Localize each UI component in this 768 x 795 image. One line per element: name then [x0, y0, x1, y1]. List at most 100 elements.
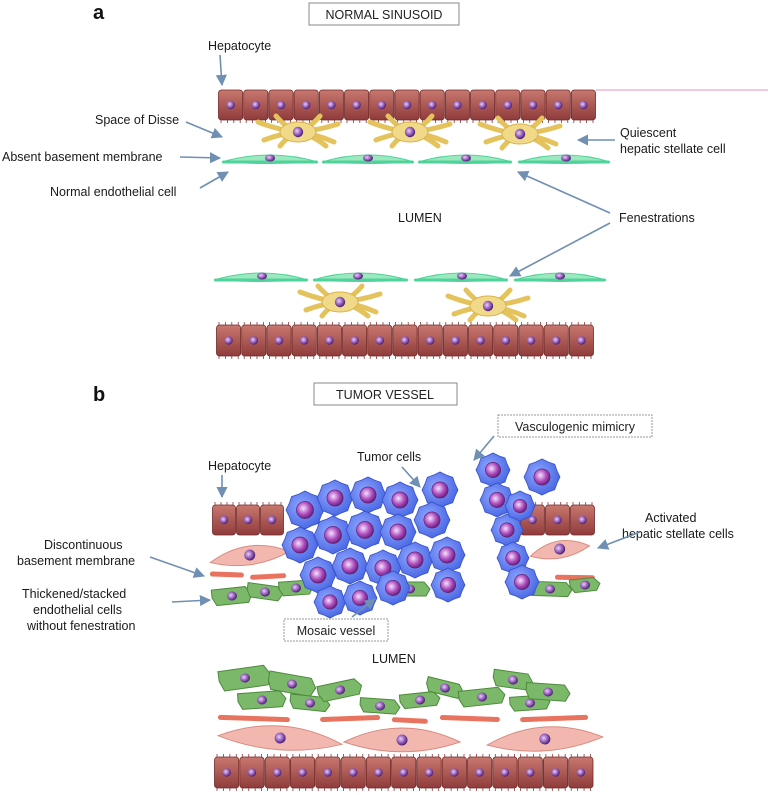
stellate-nucleus — [334, 296, 346, 308]
hepatocyte-nucleus — [348, 768, 358, 777]
thickened-endothelial-cell — [217, 664, 272, 692]
tumor-cell — [331, 547, 369, 585]
tumor-nucleus — [356, 521, 374, 539]
tumor-cell — [381, 481, 419, 519]
label-activated-line2: hepatic stellate cells — [622, 527, 734, 541]
hepatocyte-nucleus — [243, 515, 253, 525]
endothelial-nucleus — [545, 584, 555, 594]
thickened-endothelial-cell — [236, 690, 287, 710]
label-quiescent-line2: hepatic stellate cell — [620, 142, 726, 156]
label-thickened-line3: without fenestration — [26, 619, 135, 633]
hepatocyte-nucleus — [222, 768, 231, 777]
tumor-nucleus — [324, 526, 342, 544]
tumor-nucleus — [326, 489, 344, 507]
arrow-discontinuous-bm — [149, 556, 206, 578]
hepatocyte-nucleus — [325, 336, 334, 345]
hepatocyte-row-b-bottom — [214, 754, 594, 791]
thickened-endothelial-cell — [316, 678, 363, 703]
endothelial-nucleus — [525, 698, 535, 708]
tumor-cell — [396, 541, 434, 579]
hepatocyte-cell — [570, 89, 596, 123]
tumor-nucleus — [322, 594, 338, 610]
tumor-cell — [349, 476, 387, 514]
thickened-endothelial-cell — [525, 681, 571, 702]
panel-a-title-box: NORMAL SINUSOID — [308, 2, 460, 26]
tumor-nucleus — [309, 566, 327, 584]
hepatocyte-nucleus — [400, 336, 410, 345]
tumor-nucleus — [438, 546, 456, 564]
hepatocyte-cell — [365, 754, 391, 791]
tumor-cell — [379, 513, 417, 551]
endothelial-nucleus — [305, 698, 315, 708]
tumor-nucleus — [485, 462, 501, 478]
hepatocyte-nucleus — [475, 768, 484, 777]
endothelial-cells-top — [221, 154, 611, 164]
hepatocyte-nucleus — [267, 515, 277, 525]
hepatocyte-nucleus — [453, 100, 462, 110]
tumor-cell — [345, 510, 385, 550]
quiescent-stellate-cell — [255, 113, 341, 149]
endothelial-nucleus — [265, 154, 275, 162]
thickened-endothelial-cell — [246, 581, 284, 602]
basement-membrane-fragment — [391, 717, 428, 724]
hepatocyte-cell — [444, 89, 470, 123]
hepatocyte-cell — [239, 754, 265, 791]
hepatocyte-cell — [369, 89, 395, 123]
endothelial-nucleus — [561, 154, 571, 162]
hepatocyte-cell — [344, 89, 370, 123]
hepatocyte-nucleus — [350, 336, 359, 345]
tumor-cell — [313, 585, 347, 619]
tumor-cell — [421, 471, 459, 509]
arrow-vasculogenic-mimicry — [473, 435, 495, 461]
quiescent-stellate-cell — [477, 115, 563, 151]
hepatocyte-cell — [492, 754, 518, 791]
arrow-fenestrations-top — [516, 170, 611, 214]
stellate-nucleus — [554, 543, 566, 555]
hepatocyte-nucleus — [553, 515, 562, 525]
hepatocyte-cell — [391, 754, 417, 791]
hepatocyte-cell — [568, 322, 594, 359]
label-hepatocyte-a: Hepatocyte — [208, 39, 271, 53]
hepatocyte-nucleus — [274, 336, 284, 345]
hepatocyte-cell — [545, 89, 571, 123]
hepatocyte-cell — [340, 754, 366, 791]
arrow-space-of-disse — [185, 121, 224, 139]
hepatocyte-cell — [417, 322, 443, 359]
hepatocyte-cell — [441, 754, 467, 791]
hepatocyte-cell — [266, 322, 292, 359]
hepatocyte-cell — [342, 322, 368, 359]
hepatocyte-nucleus — [374, 768, 383, 777]
hepatocyte-cell — [419, 89, 445, 123]
hepatocyte-cell — [543, 754, 569, 791]
endothelial-nucleus — [240, 673, 250, 683]
hepatocyte-nucleus — [579, 100, 588, 110]
tumor-cell — [475, 452, 511, 488]
hepatocyte-nucleus — [352, 100, 361, 110]
stellate-nucleus — [244, 549, 256, 561]
hepatocyte-cell — [493, 322, 519, 359]
endothelial-cell — [413, 272, 509, 282]
stellate-nucleus — [482, 300, 494, 312]
hepatocyte-nucleus — [578, 515, 587, 525]
endothelial-nucleus — [335, 685, 345, 695]
hepatocyte-nucleus — [247, 768, 257, 777]
hepatocyte-nucleus — [251, 100, 260, 110]
tumor-cell — [413, 501, 451, 539]
hepatocyte-cell — [212, 502, 236, 536]
endothelial-cells-bottom — [213, 272, 607, 282]
quiescent-stellate-cells-bottom — [297, 283, 531, 323]
hepatocyte-nucleus — [375, 336, 384, 345]
endothelial-cell — [321, 154, 415, 164]
tumor-cell — [299, 556, 337, 594]
endothelial-nucleus — [508, 675, 518, 685]
hepatocyte-cell — [293, 89, 319, 123]
tumor-cell — [504, 564, 540, 600]
hepatocyte-nucleus — [224, 336, 233, 345]
hepatocyte-cell — [214, 754, 240, 791]
label-vasculogenic-mimicry: Vasculogenic mimicry — [515, 420, 636, 434]
arrow-absent-basement-membrane — [179, 152, 222, 164]
hepatocyte-row-a-top — [218, 89, 596, 123]
endothelial-nucleus — [440, 683, 450, 693]
tumor-nucleus — [359, 486, 377, 504]
panel-b-title: TUMOR VESSEL — [336, 388, 434, 402]
